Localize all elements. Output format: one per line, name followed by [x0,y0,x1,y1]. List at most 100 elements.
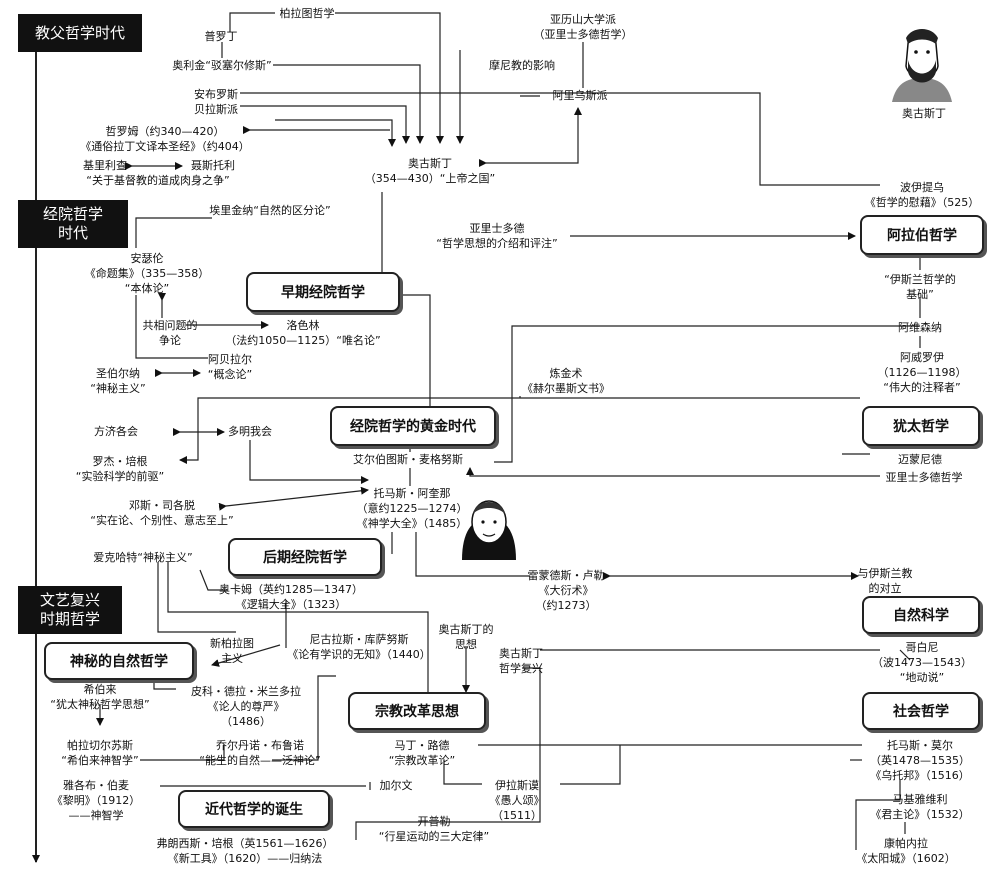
node-aristotle-philosophy: 亚里士多德哲学 [886,470,963,485]
node-augustine-revival: 奥古斯丁哲学复兴 [499,646,543,676]
node-text-line: （波1473—1543） [872,656,972,669]
box-natural-science: 自然科学 [862,596,980,634]
node-text-line: 共相问题的 [142,319,198,332]
node-anselm: 安瑟伦《命题集》（335—358）“本体论” [85,251,210,296]
node-text-line: 《论有学识的无知》（1440） [287,648,431,661]
node-text-line: 柏拉图哲学 [279,7,335,20]
box-late-scholastic: 后期经院哲学 [228,538,382,576]
node-nestorius: 聂斯托利 [191,158,235,173]
node-text-line: 《论人的尊严》 [207,700,285,713]
node-eriugena: 埃里金纳“自然的区分论” [209,203,330,218]
node-text-line: “希伯来神智学” [61,754,139,767]
node-duns-scotus: 邓斯・司各脱“实在论、个别性、意志至上” [90,498,233,528]
node-text-line: 安布罗斯 [194,88,238,101]
era-patristic: 教父哲学时代 [18,14,142,52]
node-aquinas: 托马斯・阿奎那（意约1225—1274）《神学大全》（1485） [357,486,468,531]
node-bruno: 乔尔丹诺・布鲁诺“能生的自然——泛神论” [199,738,320,768]
node-text-line: 普罗丁 [204,30,238,43]
node-jerome: 哲罗姆（约340—420） 《通俗拉丁文译本圣经》（约404） [80,124,250,154]
node-calvin: 加尔文 [380,778,413,793]
node-text-line: 主义 [221,652,243,665]
node-text-line: 哥白尼 [905,641,939,654]
node-text-line: 加尔文 [379,779,413,792]
node-text-line: 《乌托邦》（1516） [870,769,970,782]
era-renaissance-line1: 文艺复兴 [39,591,100,609]
aquinas-portrait-icon [462,500,516,560]
node-text-line: （亚里士多德哲学） [533,28,633,41]
node-text-line: 波伊提乌 [900,181,944,194]
node-text-line: （354—430）“上帝之国” [364,172,496,185]
node-text-line: “行星运动的三大定律” [378,830,490,843]
node-text-line: 《通俗拉丁文译本圣经》（约404） [80,140,250,153]
node-text-line: “哲学思想的介绍和评注” [436,237,558,250]
box-early-scholastic: 早期经院哲学 [246,272,400,312]
node-boethius: 波伊提乌《哲学的慰藉》（525） [865,180,980,210]
node-text-line: 罗杰・培根 [92,455,148,468]
box-arab-philosophy: 阿拉伯哲学 [860,215,984,255]
node-text-line: “概念论” [207,368,253,381]
node-neoplatonism: 新柏拉图主义 [210,636,254,666]
node-text-line: 弗朗西斯・培根（英1561—1626） [156,837,334,850]
node-islam-opposition: 与伊斯兰教的对立 [858,566,913,596]
node-ockham: 奥卡姆（英约1285—1347）《逻辑大全》（1323） [219,582,363,612]
node-text-line: （意约1225—1274） [356,502,468,515]
node-text-line: 奥古斯丁 [407,157,452,170]
node-text-line: “神秘主义” [90,382,146,395]
node-alchemy: 炼金术《赫尔墨斯文书》 [522,366,610,396]
node-text-line: 爱克哈特“神秘主义” [93,551,193,564]
node-augustine-portrait-label: 奥古斯丁 [902,106,946,121]
node-text-line: 亚历山大学派 [550,13,616,26]
node-text-line: 哲罗姆（约340—420） [105,125,225,138]
era-scholastic-line2: 时代 [57,224,88,242]
node-origen: 奥利金“驳塞尔修斯” [172,58,271,73]
node-roscelin: 洛色林（法约1050—1125）“唯名论” [225,318,380,348]
node-text-line: 帕拉切尔苏斯 [67,739,133,752]
node-machiavelli: 马基雅维利《君主论》（1532） [870,792,970,822]
node-text-line: 奥古斯丁 [499,647,543,660]
node-thomas-more: 托马斯・莫尔（英1478—1535）《乌托邦》（1516） [870,738,970,783]
node-text-line: 奥利金“驳塞尔修斯” [172,59,272,72]
box-social-philosophy: 社会哲学 [862,692,980,730]
node-alexandria: 亚历山大学派 （亚里士多德哲学） [534,12,633,42]
node-text-line: 《神学大全》（1485） [356,517,468,530]
node-aristotle-intro: 亚里士多德 “哲学思想的介绍和评注” [436,221,557,251]
node-plotinus: 普罗丁 [205,29,238,44]
era-patristic-label: 教父哲学时代 [34,23,125,42]
node-text-line: 康帕内拉 [884,837,928,850]
node-text-line: 洛色林 [286,319,320,332]
node-christ-debate: “关于基督教的道成肉身之争” [86,173,229,188]
node-text-line: 的对立 [868,582,902,595]
node-text-line: 亚里士多德 [469,222,525,235]
node-arius: 阿里乌斯派 [553,88,608,103]
node-campanella: 康帕内拉《太阳城》（1602） [856,836,956,866]
box-reformation: 宗教改革思想 [348,692,486,730]
node-text-line: 阿威罗伊 [900,351,944,364]
node-copernicus: 哥白尼（波1473—1543）“地动说” [872,640,972,685]
node-text-line: “宗教改革论” [388,754,456,767]
node-text-line: 思想 [455,638,477,651]
node-text-line: 哲学复兴 [499,662,543,675]
node-text-line: 阿里乌斯派 [552,89,608,102]
node-roger-bacon: 罗杰・培根 “实验科学的前驱” [76,454,164,484]
node-text-line: （1126—1198） [877,366,967,379]
node-text-line: 新柏拉图 [210,637,254,650]
augustine-portrait-icon [892,29,952,102]
box-golden-age-scholastic: 经院哲学的黄金时代 [330,406,496,446]
node-text-line: 迈蒙尼德 [898,453,942,466]
node-text-line: 《命题集》（335—358） [84,267,210,280]
node-text-line: 基础” [906,288,934,301]
node-francis-bacon: 弗朗西斯・培根（英1561—1626） 《新工具》（1620）——归纳法 [157,836,334,866]
node-maimonides: 迈蒙尼德 [898,452,942,467]
node-dominicans: 多明我会 [228,424,272,439]
node-text-line: 伊拉斯谟 [495,779,539,792]
node-ambrose: 安布罗斯贝拉斯派 [194,87,238,117]
node-text-line: 皮科・德拉・米兰多拉 [191,685,301,698]
node-text-line: “实验科学的前驱” [75,470,165,483]
node-text-line: 埃里金纳“自然的区分论” [209,204,331,217]
node-luther: 马丁・路德“宗教改革论” [389,738,455,768]
era-scholastic-line1: 经院哲学 [42,205,103,223]
node-text-line: 《新工具》（1620）——归纳法 [167,852,323,865]
node-text-line: 开普勒 [417,815,451,828]
